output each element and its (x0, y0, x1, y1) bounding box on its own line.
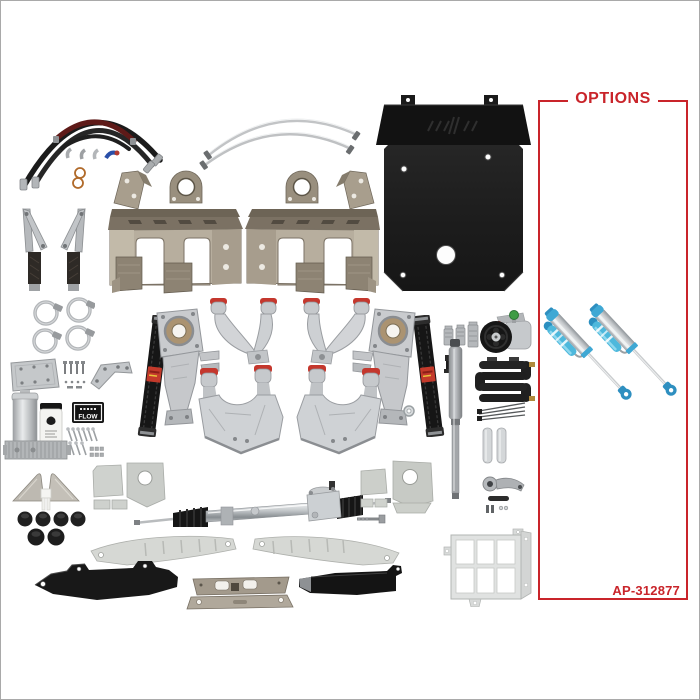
bypass-shock-left (539, 304, 636, 410)
lower-control-arm-right (295, 365, 383, 455)
zip-ties (477, 402, 526, 421)
mounting-plate (10, 358, 60, 392)
upper-control-arm-right (302, 297, 371, 365)
lower-control-arm-left (197, 365, 285, 455)
bypass-shock-right (580, 300, 681, 406)
frame-gusset-left (22, 208, 48, 292)
plastic-clip (40, 488, 52, 511)
bypass-shock-pair (539, 300, 681, 410)
hose-clamp (32, 328, 65, 354)
loose-fittings (65, 147, 120, 160)
line-end-fittings (199, 130, 361, 170)
hose-clamp (66, 297, 95, 323)
tin-plate-pair (90, 535, 400, 566)
washer (403, 405, 415, 417)
reservoir-filter-assembly (3, 390, 71, 460)
part-number: AP-312877 (612, 583, 680, 598)
hose-clamp (65, 325, 95, 351)
hose-clamps (32, 297, 95, 354)
skid-plate-holes (399, 153, 506, 279)
bump-stop-pucks (17, 511, 86, 546)
small-bolts (63, 361, 86, 389)
cooler-mount-bracket (443, 528, 532, 607)
filter-badge-text: FLOW (78, 414, 98, 421)
crossmember-bracket (186, 576, 294, 610)
lower-control-arm-pair (197, 365, 383, 455)
spacer-sleeves (482, 427, 507, 464)
bolt (357, 514, 386, 524)
puck (17, 511, 86, 546)
options-label: OPTIONS (538, 90, 688, 108)
brake-hose-kit (19, 119, 163, 191)
frame-gusset-pair (22, 208, 86, 292)
steering-shaft (448, 339, 463, 499)
frame-gusset-right (60, 208, 86, 292)
shock-tower-pair (107, 170, 381, 294)
fastener-hardware (66, 427, 104, 457)
skid-plate (376, 95, 531, 292)
upper-control-arm-pair (209, 297, 371, 365)
lower-bracket-right (299, 565, 402, 595)
shock-tower-right (244, 170, 381, 294)
upper-control-arm-left (209, 297, 278, 365)
limit-strap-right (411, 315, 445, 437)
hose-clamp (33, 300, 66, 326)
gusset-plates-left (92, 462, 166, 510)
power-steering-pump (480, 310, 532, 353)
tin-plate-right (252, 536, 400, 566)
skid-plate-logo (427, 116, 478, 135)
shock-tower-left (107, 170, 244, 294)
gusset-plates-right (357, 460, 434, 524)
filter-badge: FLOW (72, 402, 104, 423)
braided-brake-lines (199, 118, 361, 170)
pump-bracket (90, 361, 133, 390)
options-label-text: OPTIONS (568, 90, 658, 108)
lower-bracket-left (34, 561, 178, 600)
o-rings (72, 167, 86, 189)
triangle-gussets (12, 473, 80, 502)
idler-arm (482, 476, 525, 513)
tin-plate-left (90, 535, 237, 566)
hose-end-fittings (19, 136, 163, 191)
fluid-cooler (475, 357, 535, 402)
